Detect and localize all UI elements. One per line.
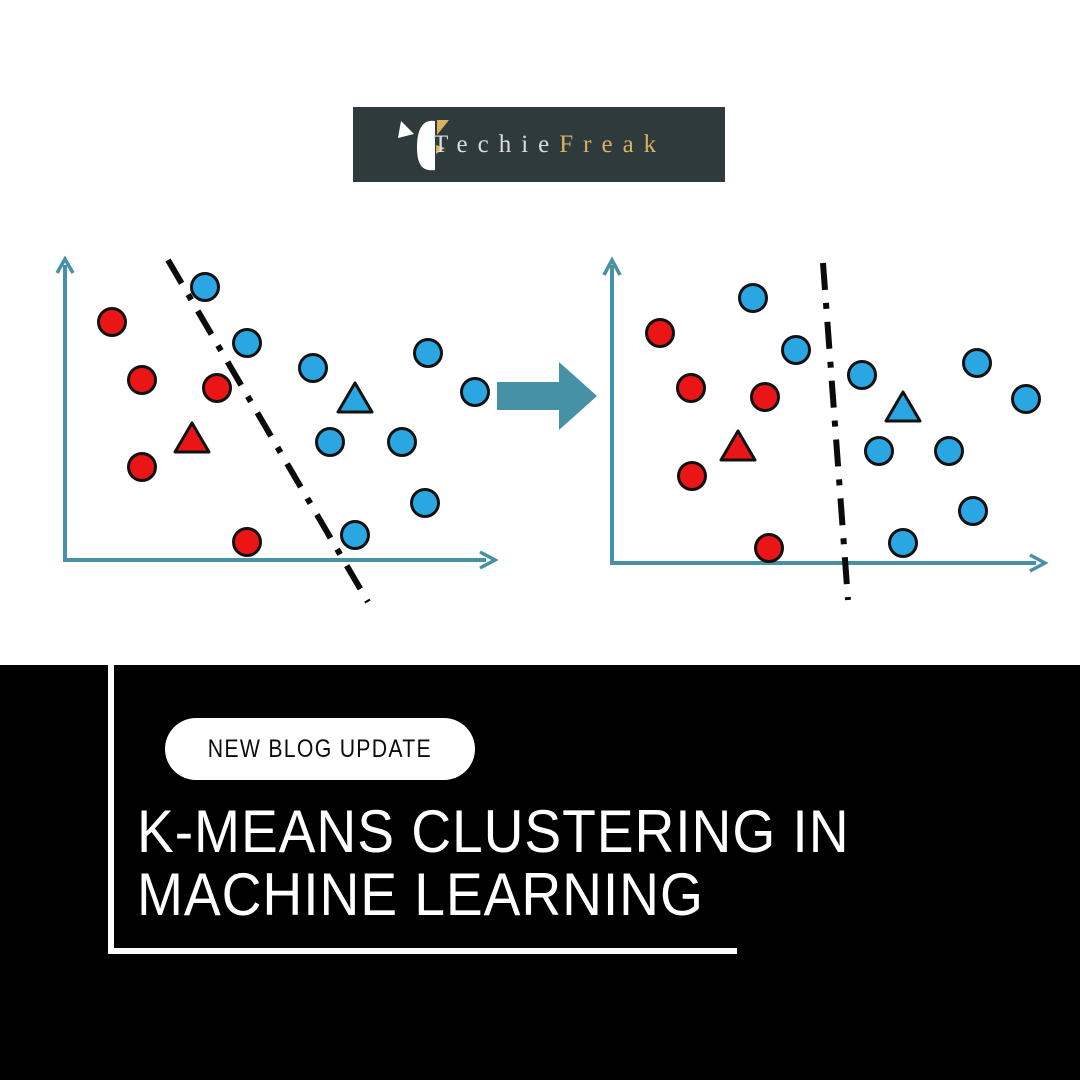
data-point-blue-circle [413, 338, 443, 368]
data-point-blue-circle [298, 353, 328, 383]
data-point-blue-circle [888, 528, 918, 558]
data-point-blue-circle [340, 520, 370, 550]
data-point-red-triangle [719, 429, 757, 462]
x-axis-arrow-icon [1029, 553, 1049, 573]
blog-title-line2: MACHINE LEARNING [137, 861, 704, 928]
data-point-blue-circle [962, 348, 992, 378]
data-point-red-circle [97, 307, 127, 337]
data-point-blue-circle [1011, 384, 1041, 414]
data-point-red-circle [232, 527, 262, 557]
brand-monogram-icon [398, 120, 449, 171]
data-point-blue-circle [781, 335, 811, 365]
y-axis-arrow-icon [55, 255, 75, 274]
frame-accent-vertical [108, 665, 114, 954]
data-point-red-circle [127, 452, 157, 482]
decision-boundary-line [820, 262, 851, 601]
data-point-blue-circle [315, 427, 345, 457]
x-axis-arrow-icon [479, 550, 499, 570]
data-point-blue-circle [864, 436, 894, 466]
blog-title: K-MEANS CLUSTERING IN MACHINE LEARNING [137, 800, 849, 926]
data-point-blue-circle [190, 272, 220, 302]
data-point-blue-circle [387, 427, 417, 457]
data-point-blue-circle [847, 360, 877, 390]
data-point-red-circle [676, 373, 706, 403]
scatter-plot-before [55, 255, 499, 604]
data-point-blue-triangle [336, 381, 374, 414]
banner-section: NEW BLOG UPDATE K-MEANS CLUSTERING IN MA… [0, 665, 1080, 1080]
data-point-red-triangle [173, 421, 211, 454]
transform-arrow-icon [497, 362, 597, 430]
data-point-red-circle [677, 461, 707, 491]
data-point-red-circle [750, 382, 780, 412]
data-point-red-circle [202, 373, 232, 403]
badge-label: NEW BLOG UPDATE [207, 734, 433, 763]
brand-name-secondary: Freak [559, 130, 667, 158]
data-point-blue-circle [232, 328, 262, 358]
data-point-blue-circle [934, 436, 964, 466]
decision-boundary-line [165, 258, 371, 604]
data-point-red-circle [645, 318, 675, 348]
data-point-blue-circle [410, 488, 440, 518]
badge-new-blog-update: NEW BLOG UPDATE [165, 718, 475, 780]
brand-name-primary: Techie [433, 130, 560, 158]
y-axis-arrow-icon [602, 256, 622, 276]
data-point-red-circle [127, 365, 157, 395]
data-point-blue-triangle [884, 390, 922, 423]
data-point-blue-circle [958, 496, 988, 526]
frame-accent-horizontal [108, 948, 737, 954]
data-point-blue-circle [460, 377, 490, 407]
scatter-plot-after [602, 256, 1049, 601]
data-point-red-circle [754, 533, 784, 563]
blog-title-line1: K-MEANS CLUSTERING IN [137, 798, 850, 865]
data-point-blue-circle [738, 283, 768, 313]
